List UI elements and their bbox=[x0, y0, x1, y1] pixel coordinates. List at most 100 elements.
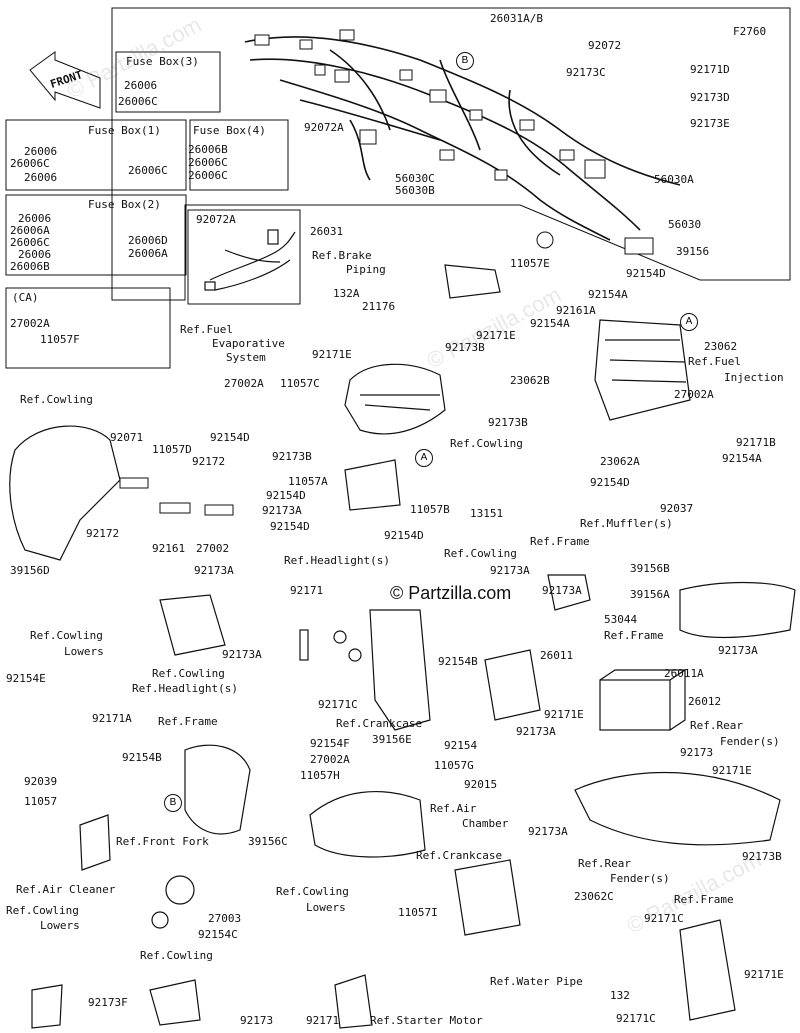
reference-label[interactable]: Ref.Air bbox=[430, 802, 477, 815]
part-label[interactable]: 26012 bbox=[688, 695, 722, 708]
part-label[interactable]: 92154C bbox=[198, 928, 238, 941]
reference-label[interactable]: Ref.Cowling bbox=[140, 949, 213, 962]
part-label[interactable]: 92154E bbox=[6, 672, 46, 685]
reference-label[interactable]: Ref.Frame bbox=[674, 893, 734, 906]
part-label[interactable]: 92172 bbox=[192, 455, 226, 468]
reference-label[interactable]: Ref.Cowling bbox=[444, 547, 517, 560]
part-label[interactable]: 92173A bbox=[222, 648, 262, 661]
reference-label[interactable]: Ref.Cowling bbox=[152, 667, 225, 680]
part-label[interactable]: 92173B bbox=[272, 450, 312, 463]
part-label[interactable]: 11057E bbox=[510, 257, 550, 270]
reference-label[interactable]: Ref.Cowling bbox=[450, 437, 523, 450]
part-label[interactable]: 26006C bbox=[10, 236, 50, 249]
part-label[interactable]: 92171C bbox=[318, 698, 358, 711]
part-label[interactable]: 92154B bbox=[438, 655, 478, 668]
part-label[interactable]: 92154D bbox=[270, 520, 310, 533]
reference-label[interactable]: Ref.Front Fork bbox=[116, 835, 209, 848]
part-label[interactable]: 27002 bbox=[196, 542, 230, 555]
part-label[interactable]: 39156E bbox=[372, 733, 412, 746]
part-label[interactable]: 11057B bbox=[410, 503, 450, 516]
reference-label[interactable]: Ref.Headlight(s) bbox=[132, 682, 238, 695]
part-label[interactable]: 92154A bbox=[588, 288, 628, 301]
part-label[interactable]: 92171 bbox=[290, 584, 324, 597]
part-label[interactable]: 92172 bbox=[86, 527, 120, 540]
part-label[interactable]: 92171D bbox=[690, 63, 730, 76]
part-label[interactable]: 92015 bbox=[464, 778, 498, 791]
part-label[interactable]: 27002A bbox=[674, 388, 714, 401]
part-label[interactable]: 92154A bbox=[530, 317, 570, 330]
reference-label[interactable]: Ref.Frame bbox=[530, 535, 590, 548]
reference-label[interactable]: Ref.Cowling bbox=[20, 393, 93, 406]
part-label[interactable]: 11057I bbox=[398, 906, 438, 919]
part-label[interactable]: 39156D bbox=[10, 564, 50, 577]
reference-label[interactable]: Ref.Fuel bbox=[180, 323, 233, 336]
part-label[interactable]: 92173A bbox=[718, 644, 758, 657]
part-label[interactable]: 92161A bbox=[556, 304, 596, 317]
part-label[interactable]: 92072A bbox=[304, 121, 344, 134]
part-label[interactable]: 23062C bbox=[574, 890, 614, 903]
part-label[interactable]: 92173A bbox=[528, 825, 568, 838]
part-label[interactable]: 26006C bbox=[128, 164, 168, 177]
part-label[interactable]: 23062A bbox=[600, 455, 640, 468]
part-label[interactable]: 132A bbox=[333, 287, 360, 300]
reference-label[interactable]: Ref.Rear bbox=[690, 719, 743, 732]
part-label[interactable]: 92173A bbox=[262, 504, 302, 517]
part-label[interactable]: 56030B bbox=[395, 184, 435, 197]
part-label[interactable]: 92173 bbox=[680, 746, 714, 759]
part-label[interactable]: 92154D bbox=[384, 529, 424, 542]
part-label[interactable]: 26006 bbox=[124, 79, 158, 92]
part-label[interactable]: 26006C bbox=[10, 157, 50, 170]
part-label[interactable]: 56030C bbox=[395, 172, 435, 185]
part-label[interactable]: 92171C bbox=[616, 1012, 656, 1025]
part-label[interactable]: 39156A bbox=[630, 588, 670, 601]
part-label[interactable]: 39156C bbox=[248, 835, 288, 848]
part-label[interactable]: 92173C bbox=[566, 66, 606, 79]
part-label[interactable]: 23062B bbox=[510, 374, 550, 387]
part-label[interactable]: 92071 bbox=[110, 431, 144, 444]
reference-label[interactable]: Ref.Rear bbox=[578, 857, 631, 870]
reference-label[interactable]: Ref.Cowling bbox=[276, 885, 349, 898]
part-label[interactable]: 92171A bbox=[92, 712, 132, 725]
part-label[interactable]: 92037 bbox=[660, 502, 694, 515]
part-label[interactable]: 92173E bbox=[690, 117, 730, 130]
part-label[interactable]: 26006C bbox=[188, 156, 228, 169]
part-label[interactable]: 26006A bbox=[10, 224, 50, 237]
part-label[interactable]: 26011 bbox=[540, 649, 574, 662]
part-label[interactable]: 26031 bbox=[310, 225, 344, 238]
part-label[interactable]: 92171E bbox=[712, 764, 752, 777]
part-label[interactable]: 92154D bbox=[626, 267, 666, 280]
part-label[interactable]: 39156B bbox=[630, 562, 670, 575]
part-label[interactable]: 92154D bbox=[266, 489, 306, 502]
part-label[interactable]: 27002A bbox=[224, 377, 264, 390]
part-label[interactable]: 92173D bbox=[690, 91, 730, 104]
reference-label[interactable]: Ref.Air Cleaner bbox=[16, 883, 116, 896]
part-label[interactable]: 11057C bbox=[280, 377, 320, 390]
part-label[interactable]: 92154D bbox=[590, 476, 630, 489]
part-label[interactable]: 27002A bbox=[10, 317, 50, 330]
part-label[interactable]: 92039 bbox=[24, 775, 58, 788]
part-label[interactable]: 39156 bbox=[676, 245, 710, 258]
part-label[interactable]: 23062 bbox=[704, 340, 738, 353]
part-label[interactable]: 92154F bbox=[310, 737, 350, 750]
part-label[interactable]: 13151 bbox=[470, 507, 504, 520]
part-label[interactable]: 56030A bbox=[654, 173, 694, 186]
part-label[interactable]: 11057 bbox=[24, 795, 58, 808]
part-label[interactable]: 26006 bbox=[24, 171, 58, 184]
part-label[interactable]: 11057D bbox=[152, 443, 192, 456]
reference-label[interactable]: Ref.Brake bbox=[312, 249, 372, 262]
part-label[interactable]: 21176 bbox=[362, 300, 396, 313]
reference-label[interactable]: Ref.Frame bbox=[604, 629, 664, 642]
part-label[interactable]: 53044 bbox=[604, 613, 638, 626]
part-label[interactable]: 92171B bbox=[736, 436, 776, 449]
part-label[interactable]: 92173B bbox=[488, 416, 528, 429]
part-label[interactable]: 26006C bbox=[188, 169, 228, 182]
part-label[interactable]: 92173B bbox=[445, 341, 485, 354]
part-label[interactable]: 26006D bbox=[128, 234, 168, 247]
part-label[interactable]: 92171E bbox=[312, 348, 352, 361]
reference-label[interactable]: Ref.Headlight(s) bbox=[284, 554, 390, 567]
part-label[interactable]: 11057F bbox=[40, 333, 80, 346]
part-label[interactable]: 92173A bbox=[516, 725, 556, 738]
reference-label[interactable]: Ref.Fuel bbox=[688, 355, 741, 368]
part-label[interactable]: 11057G bbox=[434, 759, 474, 772]
part-label[interactable]: 92173 bbox=[240, 1014, 274, 1027]
